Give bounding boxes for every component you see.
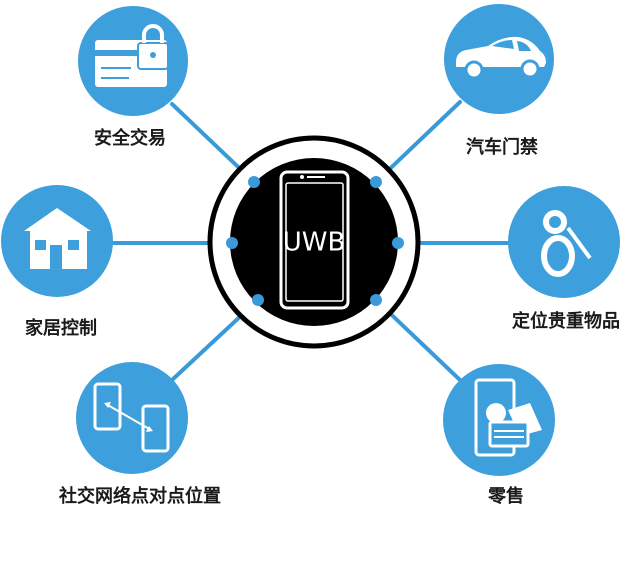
node-home-control: 家居控制: [1, 185, 113, 339]
uwb-label: UWB: [283, 228, 346, 258]
label-retail: 零售: [487, 485, 524, 507]
phone-payment-icon: [474, 378, 542, 457]
phones-exchange-icon: [93, 382, 170, 453]
keys-icon: [541, 210, 592, 277]
label-secure-transaction: 安全交易: [94, 127, 166, 149]
node-retail: 零售: [443, 364, 555, 507]
house-icon: [24, 208, 91, 269]
node-social-p2p-location: 社交网络点对点位置: [59, 362, 221, 507]
node-car-access: 汽车门禁: [444, 4, 554, 158]
phone-icon: [279, 170, 350, 310]
car-icon: [456, 36, 546, 80]
node-secure-transaction: 安全交易: [78, 6, 188, 149]
label-locate-valuables: 定位贵重物品: [512, 310, 620, 332]
card-lock-icon: [95, 24, 169, 87]
connector-dots: [226, 176, 404, 306]
label-social-p2p-location: 社交网络点对点位置: [59, 485, 221, 507]
label-car-access: 汽车门禁: [466, 136, 538, 158]
uwb-hub: UWB: [207, 135, 421, 349]
node-locate-valuables: 定位贵重物品: [508, 186, 620, 332]
label-home-control: 家居控制: [25, 317, 97, 339]
